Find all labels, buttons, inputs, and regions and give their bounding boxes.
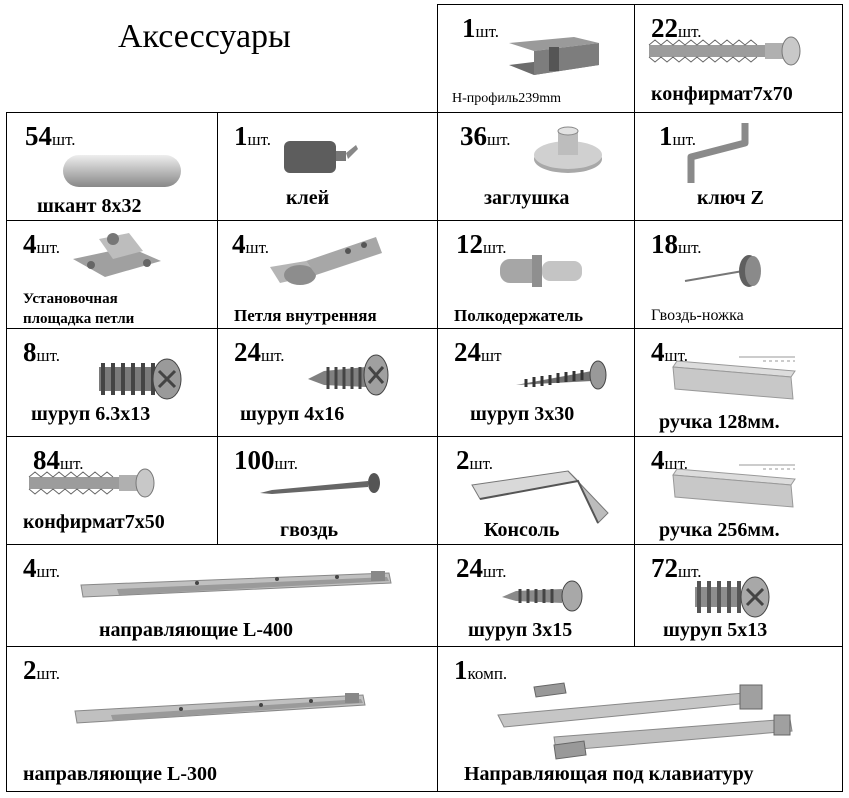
- item-qty: 12шт.: [456, 229, 507, 259]
- item-keyboard-slide: 1комп. Направляющая под клавиатуру: [437, 646, 843, 792]
- cap-plug-icon: [532, 123, 612, 183]
- drawer-slide-icon: [71, 687, 371, 731]
- item-qty: 4шт.: [23, 553, 60, 583]
- item-screw-5x13: 72шт. шуруп 5х13: [634, 544, 843, 647]
- item-handle-256: 4шт. ручка 256мм.: [634, 436, 843, 545]
- item-hinge: 4шт. Петля внутренняя: [217, 220, 438, 329]
- item-label: ручка 128мм.: [659, 411, 780, 433]
- item-qty: 22шт.: [651, 13, 702, 43]
- h-profile-icon: [504, 35, 604, 81]
- item-qty: 2шт.: [456, 445, 493, 475]
- handle-icon: [669, 461, 799, 509]
- item-qty: 4шт.: [651, 445, 688, 475]
- hinge-plate-icon: [69, 225, 165, 285]
- item-nail-foot: 18шт. Гвоздь-ножка: [634, 220, 843, 329]
- item-shelf-support: 12шт. Полкодержатель: [437, 220, 635, 329]
- item-label: Полкодержатель: [454, 306, 584, 325]
- item-slide-l400: 4шт. направляющие L-400: [6, 544, 438, 647]
- item-console: 2шт. Консоль: [437, 436, 635, 545]
- item-qty: 18шт.: [651, 229, 702, 259]
- item-label: шуруп 5х13: [663, 619, 768, 641]
- item-qty: 4шт.: [23, 229, 60, 259]
- item-screw-3x15: 24шт. шуруп 3х15: [437, 544, 635, 647]
- item-confirmat-50: 84шт. конфирмат7х50: [6, 436, 218, 545]
- drawer-slide-icon: [77, 567, 397, 607]
- item-handle-128: 4шт. ручка 128мм.: [634, 328, 843, 437]
- item-label: конфирмат7х70: [651, 83, 793, 105]
- nail-foot-icon: [681, 251, 771, 295]
- item-label: шуруп 3х15: [468, 619, 573, 641]
- item-qty: 4шт.: [651, 337, 688, 367]
- item-qty: 100шт.: [234, 445, 298, 475]
- item-label: конфирмат7х50: [23, 511, 165, 533]
- item-cap: 36шт. заглушка: [437, 112, 635, 221]
- item-screw-3x30: 24шт шуруп 3х30: [437, 328, 635, 437]
- hinge-icon: [266, 231, 386, 301]
- item-qty: 8шт.: [23, 337, 60, 367]
- item-slide-l300: 2шт. направляющие L-300: [6, 646, 438, 792]
- handle-icon: [669, 353, 799, 401]
- item-label: Гвоздь-ножка: [651, 307, 744, 324]
- item-label: направляющие L-300: [23, 763, 218, 785]
- item-screw-6-3x13: 8шт. шуруп 6.3х13: [6, 328, 218, 437]
- item-label: шуруп 6.3х13: [31, 403, 151, 425]
- item-qty: 54шт.: [25, 121, 76, 151]
- item-label: ключ Z: [697, 187, 764, 209]
- confirmat-screw-icon: [25, 467, 159, 499]
- item-label: шкант 8х32: [37, 195, 142, 217]
- shelf-support-icon: [496, 249, 588, 293]
- nail-icon: [258, 473, 388, 503]
- keyboard-slide-icon: [494, 675, 794, 765]
- item-qty: 84шт.: [33, 445, 84, 475]
- item-label: направляющие L-400: [99, 619, 294, 641]
- item-qty: 1шт.: [234, 121, 271, 151]
- item-z-key: 1шт. ключ Z: [634, 112, 843, 221]
- item-qty: 1шт.: [462, 13, 499, 43]
- screw-icon: [691, 575, 775, 619]
- item-label: Направляющая под клавиатуру: [464, 763, 754, 785]
- item-qty: 24шт.: [456, 553, 507, 583]
- item-qty: 24шт: [454, 337, 502, 367]
- dowel-icon: [57, 151, 187, 191]
- item-qty: 1шт.: [659, 121, 696, 151]
- item-label: клей: [286, 187, 330, 209]
- item-nail: 100шт. гвоздь: [217, 436, 438, 545]
- item-label: Петля внутренняя: [234, 306, 377, 325]
- item-label: ручка 256мм.: [659, 519, 780, 541]
- console-bracket-icon: [468, 465, 618, 527]
- item-label: гвоздь: [280, 519, 339, 541]
- item-label: Консоль: [484, 519, 560, 541]
- item-label: Н-профиль239mm: [452, 91, 561, 106]
- page-title: Аксессуары: [118, 18, 291, 55]
- item-label-line2: площадка петли: [23, 311, 135, 327]
- item-label: шуруп 3х30: [470, 403, 575, 425]
- screw-icon: [93, 357, 185, 401]
- item-hinge-plate: 4шт. Установочная площадка петли: [6, 220, 218, 329]
- z-key-icon: [671, 117, 751, 187]
- screw-icon: [498, 579, 588, 612]
- item-qty: 36шт.: [460, 121, 511, 151]
- item-qty: 2шт.: [23, 655, 60, 685]
- item-glue: 1шт. клей: [217, 112, 438, 221]
- item-qty: 4шт.: [232, 229, 269, 259]
- item-qty: 1комп.: [454, 655, 508, 685]
- item-h-profile: 1шт. Н-профиль239mm: [437, 4, 635, 113]
- item-label: шуруп 4х16: [240, 403, 345, 425]
- item-qty: 72шт.: [651, 553, 702, 583]
- screw-icon: [512, 359, 612, 395]
- confirmat-screw-icon: [645, 35, 805, 67]
- item-confirmat-70: 22шт. конфирмат7х70: [634, 4, 843, 113]
- item-screw-4x16: 24шт. шуруп 4х16: [217, 328, 438, 437]
- item-dowel: 54шт. шкант 8х32: [6, 112, 218, 221]
- glue-bottle-icon: [280, 131, 360, 181]
- item-qty: 24шт.: [234, 337, 285, 367]
- item-label: заглушка: [484, 187, 570, 209]
- item-label-line1: Установочная: [23, 291, 118, 307]
- screw-icon: [304, 353, 394, 397]
